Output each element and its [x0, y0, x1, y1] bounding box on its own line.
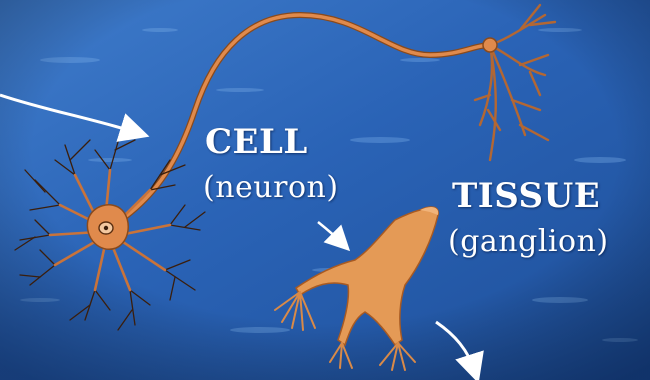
tissue-label: TISSUE: [452, 176, 600, 216]
tissue-sublabel: (ganglion): [448, 224, 609, 259]
cell-sublabel: (neuron): [203, 170, 339, 205]
cell-label: CELL: [205, 122, 308, 162]
